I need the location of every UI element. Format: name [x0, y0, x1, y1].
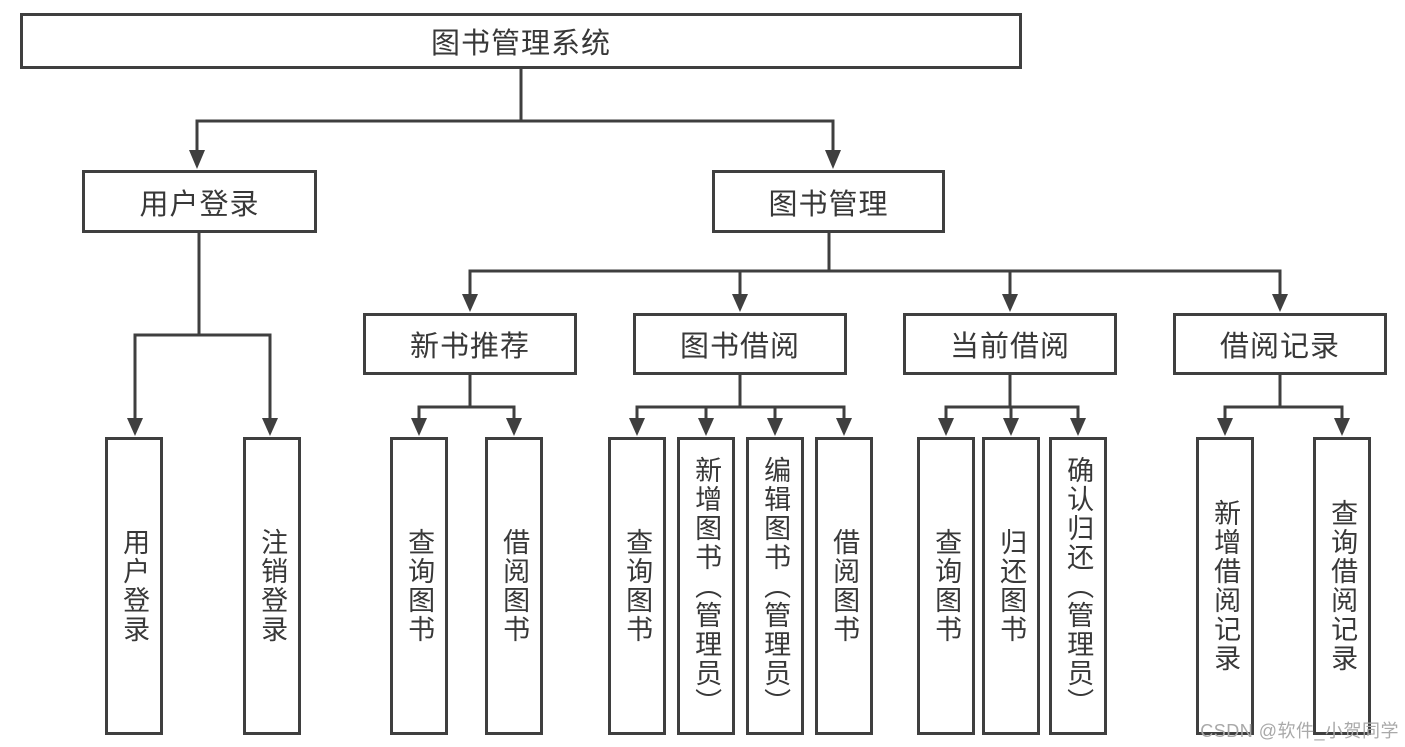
node-new-book-recommend-label: 新书推荐 — [409, 331, 530, 363]
node-nbr-borrow-book: 借阅图书 — [485, 437, 543, 735]
node-bb-query-book: 查询图书 — [608, 437, 666, 735]
node-login-label: 用户登录 — [119, 528, 150, 644]
node-current-borrow-label: 当前借阅 — [949, 331, 1070, 363]
node-cb-confirm-return-admin: 确认归还（管理员） — [1049, 437, 1107, 735]
node-library-system: 图书管理系统 — [20, 13, 1022, 69]
arrowheads — [127, 150, 1350, 436]
node-cb-return-book-label: 归还图书 — [996, 528, 1027, 644]
node-bb-add-book-admin-label: 新增图书（管理员） — [691, 455, 722, 717]
node-bb-query-book-label: 查询图书 — [622, 528, 653, 644]
node-nbr-query-book-label: 查询图书 — [404, 528, 435, 644]
node-bb-edit-book-admin-label: 编辑图书（管理员） — [760, 455, 791, 717]
node-br-add-record: 新增借阅记录 — [1196, 437, 1254, 735]
node-current-borrow: 当前借阅 — [903, 313, 1117, 375]
node-book-borrow: 图书借阅 — [633, 313, 847, 375]
node-nbr-borrow-book-label: 借阅图书 — [499, 528, 530, 644]
node-user-login: 用户登录 — [82, 170, 317, 233]
node-cb-confirm-return-admin-label: 确认归还（管理员） — [1063, 455, 1094, 717]
node-br-add-record-label: 新增借阅记录 — [1210, 499, 1241, 673]
csdn-watermark: CSDN @软件_小贺同学 — [1200, 721, 1399, 741]
node-borrow-record-label: 借阅记录 — [1219, 331, 1340, 363]
node-cb-return-book: 归还图书 — [982, 437, 1040, 735]
connector-paths — [133, 67, 1344, 420]
node-cb-query-book: 查询图书 — [917, 437, 975, 735]
node-bb-add-book-admin: 新增图书（管理员） — [677, 437, 735, 735]
node-bb-borrow-book-label: 借阅图书 — [829, 528, 860, 644]
node-book-borrow-label: 图书借阅 — [679, 331, 800, 363]
node-bb-borrow-book: 借阅图书 — [815, 437, 873, 735]
node-new-book-recommend: 新书推荐 — [363, 313, 577, 375]
node-logout-label: 注销登录 — [257, 528, 288, 644]
node-logout: 注销登录 — [243, 437, 301, 735]
node-library-system-label: 图书管理系统 — [430, 28, 611, 60]
node-book-management-label: 图书管理 — [768, 188, 889, 221]
node-cb-query-book-label: 查询图书 — [931, 528, 962, 644]
node-br-query-record: 查询借阅记录 — [1313, 437, 1371, 735]
node-br-query-record-label: 查询借阅记录 — [1327, 499, 1358, 673]
node-bb-edit-book-admin: 编辑图书（管理员） — [746, 437, 804, 735]
node-book-management: 图书管理 — [712, 170, 945, 233]
node-login: 用户登录 — [105, 437, 163, 735]
node-nbr-query-book: 查询图书 — [390, 437, 448, 735]
node-user-login-label: 用户登录 — [139, 188, 260, 221]
node-borrow-record: 借阅记录 — [1173, 313, 1387, 375]
